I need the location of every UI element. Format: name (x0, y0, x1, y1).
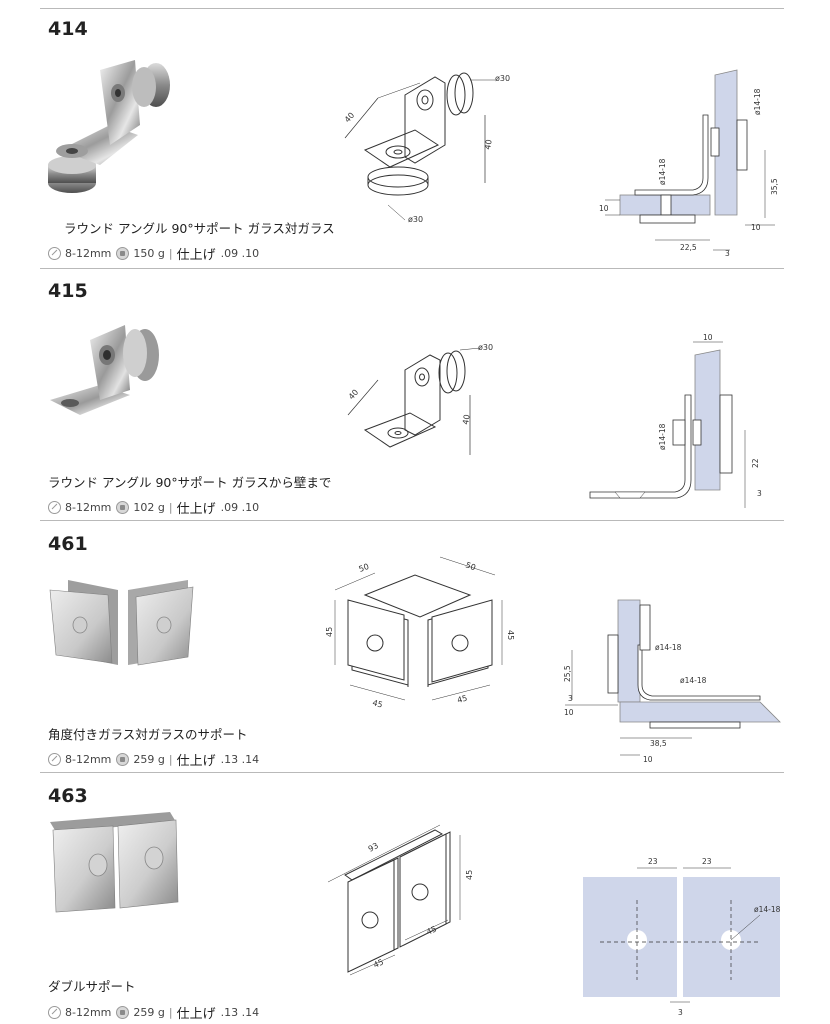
isometric-drawing-463: 93 45 45 45 (327, 824, 474, 976)
finish-label: 仕上げ (176, 1007, 216, 1022)
dim-d: 45 (506, 630, 515, 640)
divider-461-463 (40, 772, 784, 773)
dim-j: 3 (568, 694, 573, 703)
dim-c: ø30 (495, 74, 510, 83)
dim-b: 45 (465, 870, 474, 880)
product-spec-row: 8-12mm 259 g | 仕上げ .13 .14 (48, 750, 259, 769)
finish-values: .13 .14 (220, 1006, 260, 1019)
product-photo-463 (50, 812, 179, 913)
section-drawing-461: ø14-18 ø14-18 25,5 3 10 38,5 10 (563, 599, 781, 764)
glass-thickness-icon (48, 1006, 61, 1019)
product-code: 415 (48, 280, 88, 302)
divider-414-415 (40, 268, 784, 269)
dim-c: 45 (325, 627, 334, 637)
dim-h: 3 (678, 1008, 683, 1017)
dim-m: 10 (643, 755, 653, 764)
finish-values: .09 .10 (220, 501, 260, 514)
dim-e: 45 (371, 698, 383, 709)
dim-k: 10 (564, 708, 574, 717)
dim-a: 40 (347, 388, 361, 402)
finish-values: .09 .10 (220, 247, 260, 260)
product-photo-414 (48, 60, 170, 193)
dim-i: 10 (751, 223, 761, 232)
dim-b: 40 (461, 414, 472, 426)
dim-k: 3 (725, 249, 730, 258)
finish-label: 仕上げ (176, 248, 216, 263)
dim-j: 22,5 (680, 243, 697, 252)
dim-g: ø14-18 (754, 905, 781, 914)
product-title: 角度付きガラス対ガラスのサポート (48, 727, 248, 742)
weight-value: 259 g (133, 1006, 165, 1019)
thickness-value: 8-12mm (65, 753, 112, 766)
dim-c: ø30 (478, 343, 493, 352)
weight-icon (116, 247, 130, 260)
dim-c: 45 (372, 957, 385, 969)
section-drawing-463: 23 23 ø14-18 3 (583, 857, 781, 1017)
finish-values: .13 .14 (220, 753, 260, 766)
weight-icon (116, 1006, 130, 1019)
separator: | (168, 247, 173, 260)
finish-label: 仕上げ (176, 502, 216, 517)
weight-value: 150 g (133, 247, 165, 260)
weight-value: 259 g (133, 753, 165, 766)
dim-i: 25,5 (563, 665, 572, 682)
dim-f: 45 (456, 694, 468, 705)
dim-b: 40 (483, 139, 494, 151)
dim-h: 10 (703, 333, 713, 342)
dim-e: ø14-18 (658, 423, 667, 450)
isometric-drawing-461: 50 50 45 45 45 45 (325, 556, 515, 710)
thickness-value: 8-12mm (65, 247, 112, 260)
dim-f: 23 (702, 857, 712, 866)
product-code: 463 (48, 785, 88, 807)
product-spec-row: 8-12mm 259 g | 仕上げ .13 .14 (48, 1003, 259, 1022)
dim-d: 45 (425, 924, 438, 936)
product-title: ラウンド アングル 90°サポート ガラス対ガラス (64, 221, 335, 236)
glass-thickness-icon (48, 753, 61, 766)
weight-value: 102 g (133, 501, 165, 514)
thickness-value: 8-12mm (65, 1006, 112, 1019)
separator: | (168, 1006, 173, 1019)
thickness-value: 8-12mm (65, 501, 112, 514)
isometric-drawing-415: 40 40 ø30 (347, 343, 493, 455)
product-code: 414 (48, 18, 88, 40)
dim-g: 22 (751, 458, 760, 468)
section-drawing-415: 10 ø14-18 22 3 (589, 333, 762, 508)
dim-a: 40 (343, 111, 357, 125)
dim-h: ø14-18 (680, 676, 707, 685)
dim-a: 50 (358, 562, 371, 574)
glass-thickness-icon (48, 501, 61, 514)
dim-h: 10 (599, 204, 609, 213)
dim-l: 38,5 (650, 739, 667, 748)
dim-f: ø14-18 (658, 158, 667, 185)
dim-g: ø14-18 (655, 643, 682, 652)
weight-icon (116, 501, 130, 514)
separator: | (168, 753, 173, 766)
dim-e: 23 (648, 857, 658, 866)
product-spec-row: 8-12mm 102 g | 仕上げ .09 .10 (48, 498, 259, 517)
product-photo-415 (50, 325, 159, 415)
weight-icon (116, 753, 130, 766)
dim-d: ø30 (408, 215, 423, 224)
dim-e: ø14-18 (753, 88, 762, 115)
product-photo-461 (49, 580, 194, 666)
isometric-drawing-414: 40 40 ø30 ø30 (343, 72, 510, 224)
dim-k: 3 (757, 489, 762, 498)
product-spec-row: 8-12mm 150 g | 仕上げ .09 .10 (48, 244, 259, 263)
product-title: ダブルサポート (48, 979, 136, 994)
divider-top (40, 8, 784, 9)
product-code: 461 (48, 533, 88, 555)
dim-b: 50 (464, 560, 477, 572)
separator: | (168, 501, 173, 514)
finish-label: 仕上げ (176, 754, 216, 769)
section-drawing-414: ø14-18 ø14-18 35,5 10 10 22,5 3 (599, 69, 779, 258)
dim-g: 35,5 (770, 178, 779, 195)
divider-415-461 (40, 520, 784, 521)
dim-a: 93 (367, 841, 380, 854)
glass-thickness-icon (48, 247, 61, 260)
product-title: ラウンド アングル 90°サポート ガラスから壁まで (48, 475, 332, 490)
